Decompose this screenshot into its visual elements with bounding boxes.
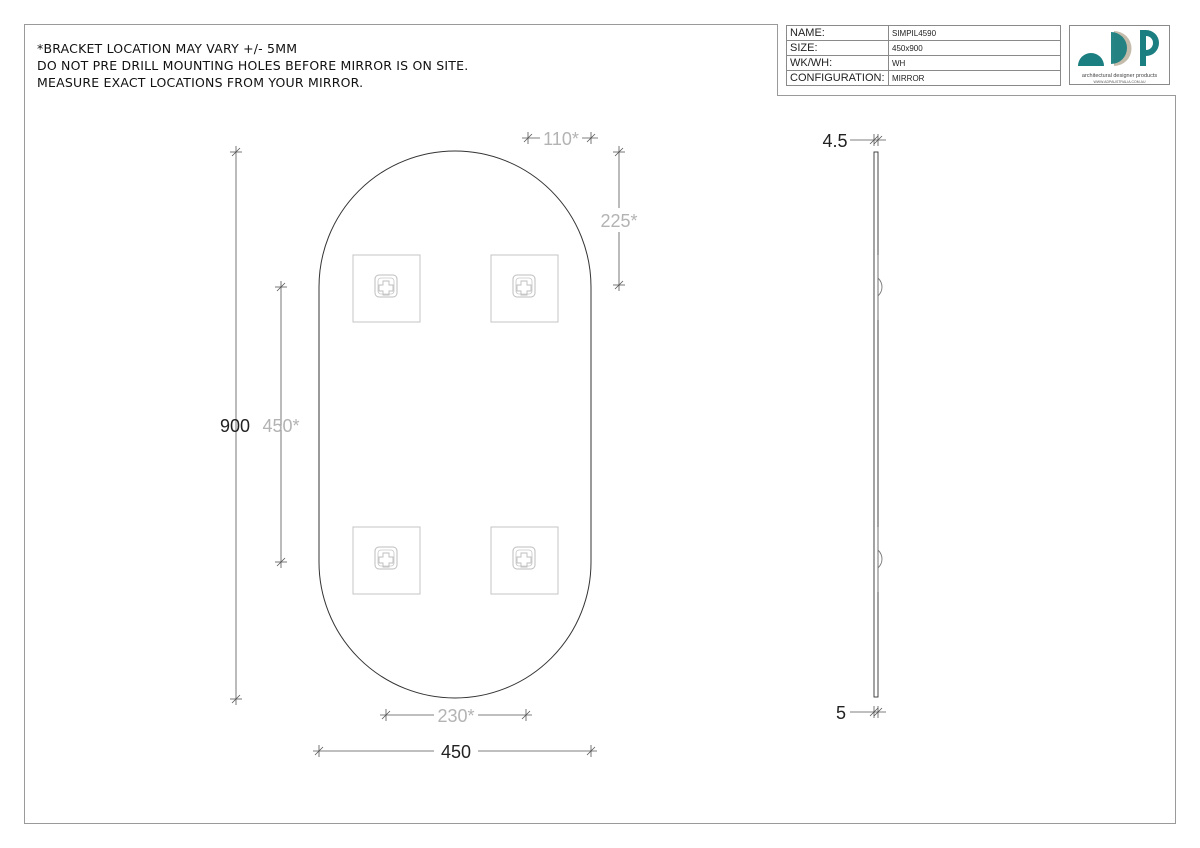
mirror-outline [318, 150, 592, 699]
title-label-name: NAME: [786, 25, 889, 41]
drawing-notes: *BRACKET LOCATION MAY VARY +/- 5MM DO NO… [37, 40, 468, 91]
dim-bracket-vertical [274, 281, 288, 568]
logo-company-name: architectural designer products [1081, 73, 1158, 79]
bracket-bottom-left [352, 526, 421, 595]
title-row-configuration: CONFIGURATION: MIRROR [786, 70, 1061, 86]
dim-label-thickness-top: 4.5 [822, 131, 847, 151]
dim-label-bg-width [434, 740, 478, 762]
title-row-size: SIZE: 450x900 [786, 40, 1061, 56]
dim-thickness-top [850, 133, 886, 147]
title-row-name: NAME: SIMPIL4590 [786, 25, 1061, 41]
dim-label-overall-width: 450 [441, 742, 471, 762]
dim-label-thickness-bottom: 5 [836, 703, 846, 723]
title-label-size: SIZE: [786, 40, 889, 56]
title-row-wkwh: WK/WH: WH [786, 55, 1061, 71]
dim-label-bracket-top-drop: 225* [600, 211, 637, 231]
sheet-border [24, 24, 1176, 824]
dim-label-bg-top-drop [598, 208, 642, 232]
logo-website: WWW.ADPAUSTRALIA.COM.AU [1093, 80, 1146, 84]
dim-thickness-bottom [850, 705, 886, 719]
bracket-bottom-right [490, 526, 559, 595]
dim-label-bracket-vertical: 450* [262, 416, 299, 436]
company-logo: architectural designer products WWW.ADPA… [1069, 25, 1170, 85]
bracket-top-left [352, 254, 421, 323]
mirror-side-view [873, 151, 883, 698]
note-bracket-tolerance: *BRACKET LOCATION MAY VARY +/- 5MM [37, 41, 298, 56]
adp-logo-mark-icon [1078, 30, 1159, 66]
bracket-top-right [490, 254, 559, 323]
note-no-predrill: DO NOT PRE DRILL MOUNTING HOLES BEFORE M… [37, 58, 469, 73]
dim-label-bracket-horizontal: 230* [437, 706, 474, 726]
dim-label-overall-height: 900 [220, 416, 250, 436]
dim-overall-height [229, 146, 243, 705]
note-measure: MEASURE EXACT LOCATIONS FROM YOUR MIRROR… [37, 75, 364, 90]
dim-label-bracket-top-offset: 110* [543, 129, 579, 149]
title-label-configuration: CONFIGURATION: [786, 70, 889, 86]
title-block: NAME: SIMPIL4590 SIZE: 450x900 WK/WH: WH… [777, 24, 1176, 96]
dim-label-bg-horizontal [434, 705, 478, 725]
dim-label-bg-top-offset [540, 128, 582, 148]
title-block-table: NAME: SIMPIL4590 SIZE: 450x900 WK/WH: WH… [786, 25, 1061, 86]
title-value-configuration: MIRROR [888, 70, 1061, 86]
